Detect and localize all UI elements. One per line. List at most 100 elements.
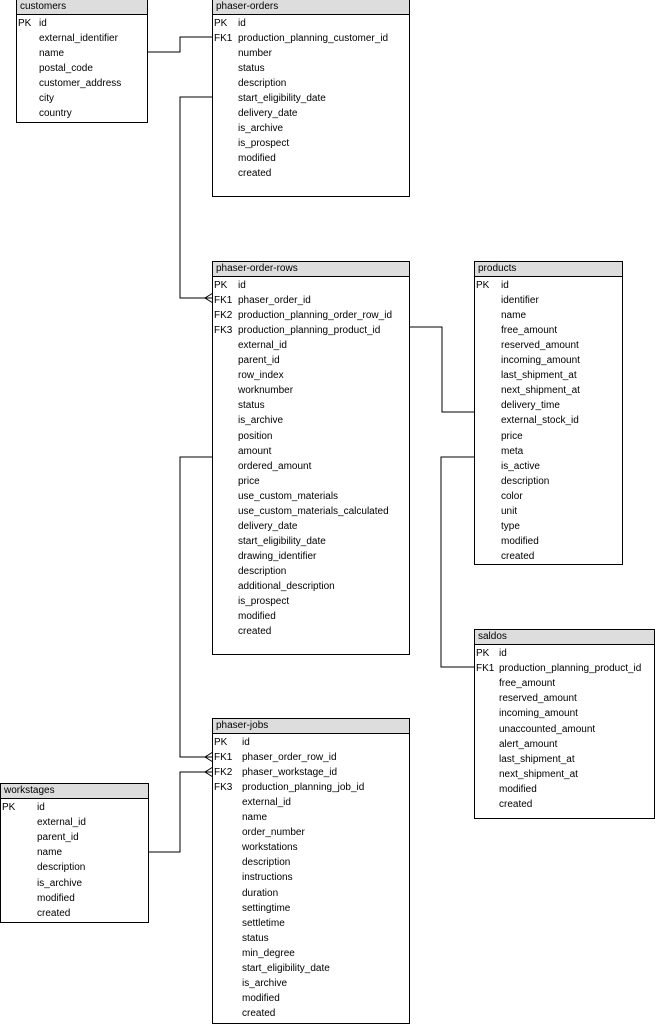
entity-row: delivery_date	[213, 106, 409, 121]
field-name: production_planning_job_id	[242, 782, 365, 794]
field-name: alert_amount	[499, 738, 558, 750]
field-name: next_shipment_at	[501, 385, 580, 397]
field-name: meta	[501, 445, 524, 457]
entity-row: postal_code	[17, 61, 147, 76]
entity-row: settingtime	[213, 901, 409, 916]
key-label: FK2	[214, 767, 233, 779]
field-name: created	[501, 550, 535, 562]
entity-row: external_identifier	[17, 31, 147, 46]
field-name: phaser_order_row_id	[242, 752, 337, 764]
field-name: reserved_amount	[501, 340, 579, 352]
entity-row: description	[213, 76, 409, 91]
entity-row: PK id	[1, 800, 148, 815]
field-name: is_prospect	[238, 596, 290, 608]
field-name: type	[501, 520, 520, 532]
entity-row: created	[1, 906, 148, 921]
crowfoot-jobs-fk2	[204, 766, 214, 778]
entity-row: amount	[213, 444, 409, 459]
field-name: status	[238, 63, 265, 74]
entity-row: is_prospect	[213, 594, 409, 609]
field-name: start_eligibility_date	[242, 962, 330, 974]
entity-row: color	[475, 489, 622, 504]
field-name: created	[242, 1007, 276, 1019]
field-name: is_archive	[238, 415, 284, 427]
entity-row: status	[213, 931, 409, 946]
entity-row: instructions	[213, 870, 409, 885]
field-name: country	[39, 108, 72, 119]
entity-row: incoming_amount	[475, 353, 622, 368]
field-name: number	[238, 48, 272, 59]
field-name: start_eligibility_date	[238, 93, 326, 104]
field-name: production_planning_product_id	[238, 325, 381, 337]
entity-row: number	[213, 46, 409, 61]
field-name: start_eligibility_date	[238, 535, 326, 547]
field-name: description	[37, 862, 86, 874]
entity-title: products	[475, 262, 622, 277]
field-name: reserved_amount	[499, 693, 577, 705]
field-name: position	[238, 430, 273, 442]
field-name: duration	[242, 887, 279, 899]
entity-row: modified	[213, 991, 409, 1006]
entity-row: modified	[475, 534, 622, 549]
entity-row: created	[475, 797, 654, 812]
field-name: delivery_date	[238, 108, 298, 119]
entity-row: customer_address	[17, 76, 147, 91]
entity-row: description	[1, 860, 148, 875]
key-label: PK	[476, 280, 490, 291]
field-name: last_shipment_at	[501, 370, 577, 382]
field-name: instructions	[242, 872, 293, 884]
entity-row: unaccounted_amount	[475, 722, 654, 737]
field-name: price	[238, 475, 260, 487]
field-name: drawing_identifier	[238, 550, 317, 562]
crowfoot-orderrows-fk1	[204, 292, 214, 304]
entity-row: duration	[213, 886, 409, 901]
entity-row: additional_description	[213, 579, 409, 594]
field-name: is_archive	[242, 977, 288, 989]
entity-row: row_index	[213, 368, 409, 383]
entity-row: modified	[475, 782, 654, 797]
key-label: PK	[214, 280, 228, 291]
link-customers-orders	[148, 36, 213, 53]
entity-row: use_custom_materials	[213, 489, 409, 504]
key-label: FK3	[214, 325, 233, 337]
field-name: name	[37, 847, 63, 859]
entity-row: use_custom_materials_calculated	[213, 504, 409, 519]
field-name: id	[37, 802, 45, 813]
entity-row: position	[213, 429, 409, 444]
entity-row: external_id	[213, 338, 409, 353]
key-label: PK	[2, 802, 16, 813]
field-name: name	[242, 812, 268, 824]
field-name: identifier	[501, 295, 539, 307]
entity-row: order_number	[213, 825, 409, 840]
field-name: description	[242, 857, 291, 869]
field-name: modified	[242, 992, 280, 1004]
entity-row: modified	[213, 609, 409, 624]
entity-row: external_stock_id	[475, 413, 622, 428]
entity-row: description	[213, 564, 409, 579]
field-name: color	[501, 490, 523, 502]
entity-row: name	[1, 845, 148, 860]
entity-row: price	[213, 474, 409, 489]
entity-row: identifier	[475, 293, 622, 308]
entity-row: start_eligibility_date	[213, 534, 409, 549]
field-name: external_id	[238, 340, 287, 352]
entity-row: free_amount	[475, 676, 654, 691]
entity-row: FK3 production_planning_product_id	[213, 323, 409, 338]
link-orders-orderrows	[179, 96, 213, 299]
field-name: description	[238, 565, 287, 577]
field-name: free_amount	[499, 678, 556, 690]
field-name: is_prospect	[238, 138, 290, 149]
